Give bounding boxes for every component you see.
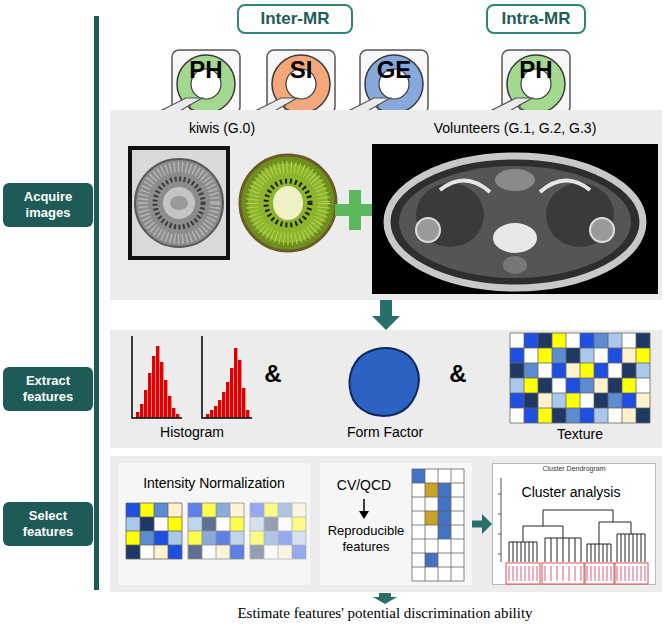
stage-label: Acquire images xyxy=(3,183,93,227)
node-text: Cluster analysis xyxy=(522,484,621,501)
step-panel: Intensity Normalization xyxy=(118,463,310,585)
scanner-icon: SI xyxy=(255,40,345,120)
form-factor-blob xyxy=(350,348,419,416)
outcome-text: Estimate features' potential discriminat… xyxy=(237,605,532,622)
node-text: Inter-MR xyxy=(261,9,330,29)
kiwi-mr-slice xyxy=(130,148,228,258)
node-text: Volunteers (G.1, G.2, G.3) xyxy=(434,120,597,137)
dendrogram xyxy=(493,464,657,586)
histogram-bars xyxy=(136,346,249,418)
node-text: kiwis (G.0) xyxy=(189,120,255,137)
node-text: Histogram xyxy=(160,424,224,441)
step-panel: CV/QCD Reproducible features xyxy=(320,463,472,585)
height-axis xyxy=(498,478,501,562)
stage-label: Extract features xyxy=(3,367,93,411)
node-text: Intra-MR xyxy=(502,9,571,29)
stage-panel: Histogram & Form Factor & Texture xyxy=(110,330,662,448)
group-tag: Inter-MR xyxy=(237,4,353,34)
node-text: & xyxy=(264,360,281,389)
select-panel xyxy=(110,456,662,592)
node-text: Select features xyxy=(8,508,88,539)
plot-title: Cluster Dendrogram xyxy=(542,465,605,473)
node-text: Form Factor xyxy=(347,424,423,441)
stage-panel: kiwis (G.0) Volunteers (G.1, G.2, G.3) xyxy=(110,110,662,300)
node-text: CV/QCD xyxy=(337,477,391,494)
feature-matrix xyxy=(250,503,306,559)
feature-matrix xyxy=(188,503,244,559)
flow-arrow xyxy=(472,521,482,528)
scanner-icon: GE xyxy=(348,40,438,120)
stage-label: Select features xyxy=(3,502,93,546)
dendrogram-tree xyxy=(509,510,645,562)
node-text: SI xyxy=(290,56,313,84)
flow-arrow xyxy=(380,300,392,316)
scanner-icon: PH xyxy=(490,40,580,120)
kiwi-photo xyxy=(240,155,336,251)
cv-matrix xyxy=(412,469,464,581)
node-text: PH xyxy=(519,56,552,84)
histogram-axes xyxy=(132,336,252,418)
node-text: Intensity Normalization xyxy=(143,475,285,492)
node-text: Acquire images xyxy=(8,189,88,220)
final-arrow xyxy=(373,593,397,604)
node-text: Texture xyxy=(557,426,603,443)
stage-bar xyxy=(94,16,99,590)
down-arrow xyxy=(363,499,365,513)
node-text: PH xyxy=(189,56,222,84)
group-tag: Intra-MR xyxy=(486,4,586,34)
feature-matrix xyxy=(126,503,182,559)
plus-sign xyxy=(335,190,375,230)
scanner-icon: PH xyxy=(160,40,250,120)
cluster-boxes xyxy=(506,563,648,584)
specimen-images xyxy=(110,110,662,300)
node-text: & xyxy=(449,360,466,389)
volunteer-mr-image xyxy=(372,144,658,294)
node-text: GE xyxy=(377,56,412,84)
down-arrow-head xyxy=(359,511,369,519)
texture-matrix xyxy=(510,333,650,423)
dendrogram-panel: Cluster analysis xyxy=(492,463,656,585)
leaf-marks xyxy=(509,566,645,581)
node-text: Reproducible features xyxy=(322,523,410,554)
node-text: Extract features xyxy=(8,373,88,404)
